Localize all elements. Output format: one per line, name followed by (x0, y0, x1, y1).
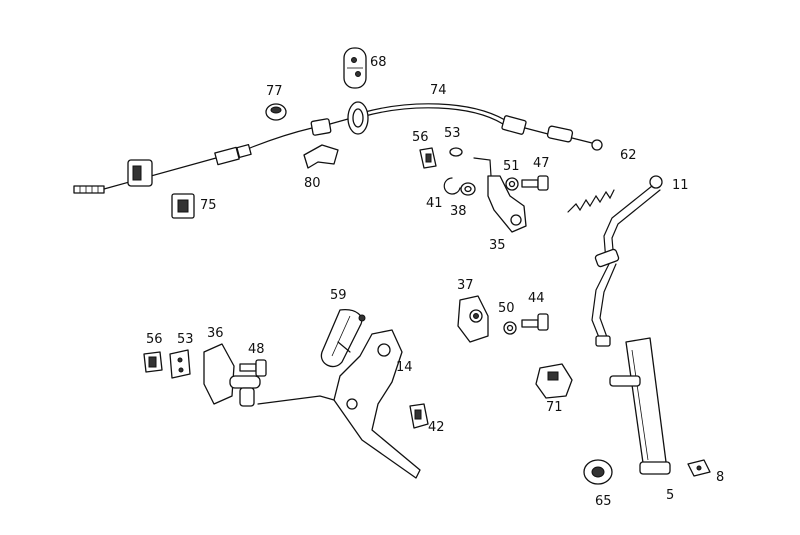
callout-53: 53 (444, 126, 461, 141)
callout-74: 74 (430, 83, 447, 98)
callout-11: 11 (672, 178, 689, 193)
part-65-bumper (583, 459, 613, 485)
part-56-clip-lower (143, 351, 163, 373)
part-44-bolt (521, 313, 549, 331)
callout-65: 65 (595, 494, 612, 509)
callout-47: 47 (533, 156, 550, 171)
callout-62: 62 (620, 148, 637, 163)
callout-71: 71 (546, 400, 563, 415)
part-53-plate-lower (169, 349, 191, 379)
part-11-accelerator-rod (591, 175, 663, 347)
part-48-bolt (239, 359, 267, 377)
callout-44: 44 (528, 291, 545, 306)
part-38-washer (460, 182, 476, 196)
part-75-clip (171, 193, 195, 219)
callout-56: 56 (146, 332, 163, 347)
part-42-clip (409, 403, 429, 429)
part-47-bolt (521, 175, 549, 191)
part-41-circlip (443, 177, 461, 195)
callout-41: 41 (426, 196, 443, 211)
callout-77: 77 (266, 84, 283, 99)
part-59-cover-plate (320, 309, 366, 368)
callout-68: 68 (370, 55, 387, 70)
pedal-link-wire (257, 395, 335, 405)
part-56-clip-upper (419, 147, 437, 169)
cable-grommet (347, 101, 369, 135)
callout-50: 50 (498, 301, 515, 316)
callout-36: 36 (207, 326, 224, 341)
callout-35: 35 (489, 238, 506, 253)
part-51-washer (505, 177, 519, 191)
callout-53: 53 (177, 332, 194, 347)
callout-5: 5 (666, 488, 674, 503)
callout-38: 38 (450, 204, 467, 219)
part-80-bracket (303, 144, 339, 169)
part-77-bushing (265, 103, 287, 121)
callout-51: 51 (503, 159, 520, 174)
part-53-ring-upper (449, 147, 463, 157)
part-36-pedal-bracket (203, 343, 261, 407)
part-74-throttle-cable (73, 103, 603, 194)
callout-14: 14 (396, 360, 413, 375)
part-71-switch (535, 363, 573, 399)
callout-37: 37 (457, 278, 474, 293)
cable-clip-left (127, 159, 153, 187)
callout-42: 42 (428, 420, 445, 435)
part-8-clip (687, 459, 711, 477)
callout-59: 59 (330, 288, 347, 303)
part-50-washer (503, 321, 517, 335)
part-62-spring (567, 189, 615, 213)
callout-75: 75 (200, 198, 217, 213)
callout-80: 80 (304, 176, 321, 191)
part-37-pivot-block (457, 295, 489, 343)
part-35-bracket (473, 157, 527, 233)
callout-48: 48 (248, 342, 265, 357)
callout-8: 8 (716, 470, 724, 485)
part-14-pedal-lever (333, 329, 421, 479)
part-68-grommet (343, 47, 367, 89)
part-5-accelerator-pedal (609, 337, 671, 475)
callout-56: 56 (412, 130, 429, 145)
